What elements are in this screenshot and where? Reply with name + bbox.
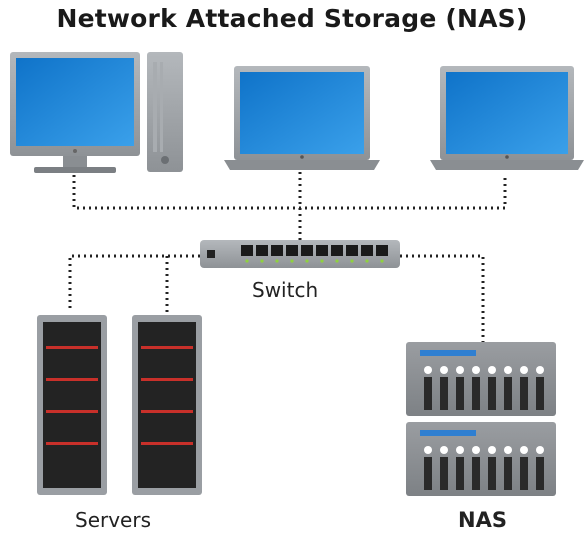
switch-label: Switch	[252, 278, 319, 302]
network-switch-icon	[200, 240, 400, 268]
desktop-link	[72, 175, 507, 210]
desktop-computer-icon	[10, 52, 183, 173]
server-icon	[132, 315, 202, 495]
nas-unit-icon	[406, 342, 556, 416]
servers-label: Servers	[75, 508, 152, 532]
laptop-icon	[430, 66, 584, 170]
server-icon	[37, 315, 107, 495]
connection-lines	[68, 172, 507, 342]
nas-link	[400, 254, 485, 342]
servers-link-a	[68, 254, 200, 312]
nas-unit-icon	[406, 422, 556, 496]
diagram-title: Network Attached Storage (NAS)	[56, 4, 528, 33]
laptop-icon	[224, 66, 380, 170]
nas-label: NAS	[458, 508, 507, 532]
